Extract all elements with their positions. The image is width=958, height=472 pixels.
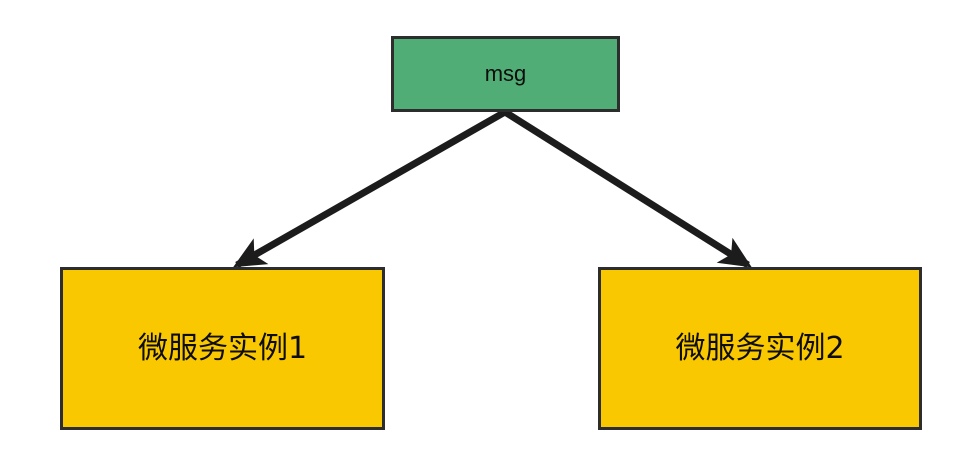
edge-msg-to-service-1 — [233, 108, 507, 269]
node-msg[interactable]: msg — [391, 36, 620, 112]
node-service-instance-2[interactable]: 微服务实例2 — [598, 267, 922, 430]
node-service-instance-1-label: 微服务实例1 — [137, 331, 308, 366]
node-msg-label: msg — [484, 60, 527, 86]
edge-msg-to-service-2 — [503, 109, 752, 268]
node-service-instance-2-label: 微服务实例2 — [675, 331, 845, 366]
node-service-instance-1[interactable]: 微服务实例1 — [60, 267, 385, 430]
